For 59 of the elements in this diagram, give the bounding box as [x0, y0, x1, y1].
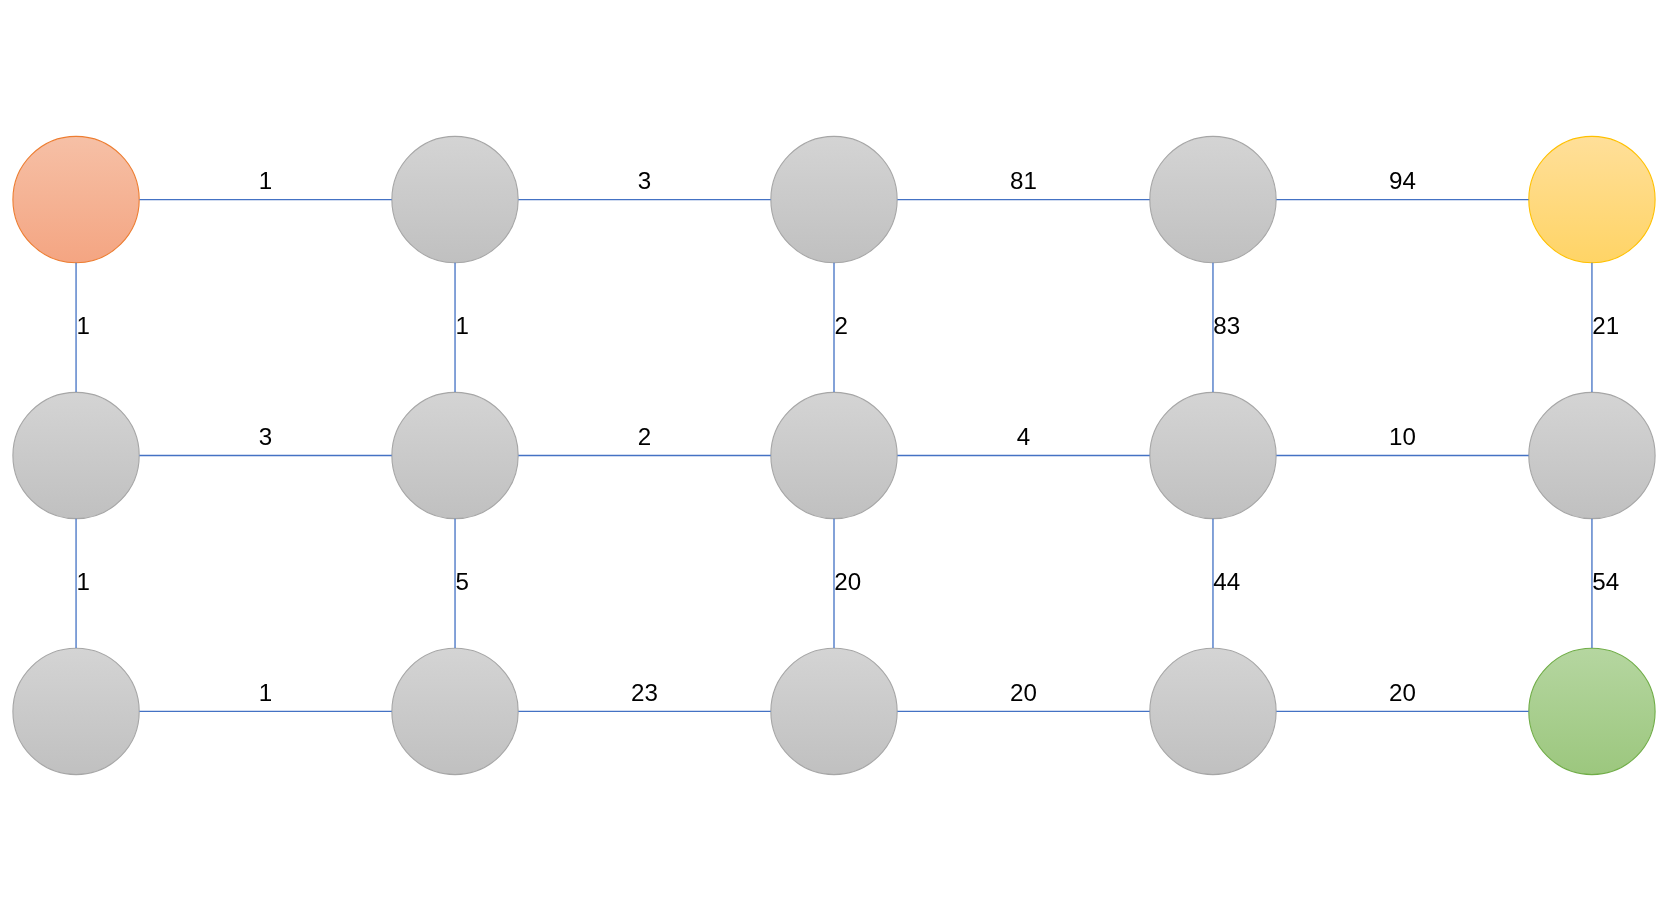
edge-label: 1	[258, 166, 273, 194]
edge-label: 20	[834, 567, 862, 595]
edge-label: 2	[637, 422, 652, 450]
connector	[517, 710, 772, 712]
edge-label: 44	[1213, 567, 1241, 595]
edge-label: 3	[637, 166, 652, 194]
node-circle	[391, 391, 519, 519]
connector	[833, 261, 835, 393]
edge-label: 94	[1389, 166, 1416, 194]
edge-label: 20	[1010, 678, 1037, 706]
connector	[833, 517, 835, 649]
connector	[896, 198, 1151, 200]
edge-label: 20	[1389, 678, 1416, 706]
node-circle	[1528, 647, 1656, 775]
connector	[517, 198, 772, 200]
edge-label: 2	[834, 311, 848, 339]
edge-label: 23	[631, 678, 658, 706]
connector	[454, 517, 456, 649]
connector	[138, 710, 393, 712]
node-circle	[1528, 135, 1656, 263]
connector	[1275, 198, 1530, 200]
connector	[517, 454, 772, 456]
edge-label: 1	[76, 567, 90, 595]
connector	[138, 454, 393, 456]
connector	[75, 261, 77, 393]
connector	[1275, 454, 1530, 456]
node-circle	[1149, 647, 1277, 775]
edge-label: 83	[1213, 311, 1241, 339]
node-circle	[770, 391, 898, 519]
connector	[454, 261, 456, 393]
connector	[75, 517, 77, 649]
node-circle	[770, 135, 898, 263]
node-circle	[391, 135, 519, 263]
edge-label: 1	[455, 311, 469, 339]
node-circle	[770, 647, 898, 775]
edge-label: 81	[1010, 166, 1037, 194]
connector	[896, 710, 1151, 712]
edge-label: 1	[76, 311, 90, 339]
edge-label: 3	[258, 422, 273, 450]
connector	[896, 454, 1151, 456]
node-circle	[12, 391, 140, 519]
node-circle	[12, 135, 140, 263]
connector	[1212, 261, 1214, 393]
connector	[1591, 517, 1593, 649]
edge-label: 4	[1016, 422, 1031, 450]
node-circle	[1528, 391, 1656, 519]
connector	[138, 198, 393, 200]
edge-label: 54	[1592, 567, 1620, 595]
node-circle	[1149, 391, 1277, 519]
connector	[1212, 517, 1214, 649]
node-circle	[1149, 135, 1277, 263]
node-circle	[12, 647, 140, 775]
edge-label: 21	[1592, 311, 1620, 339]
edge-label: 10	[1389, 422, 1416, 450]
edge-label: 5	[455, 567, 469, 595]
node-circle	[391, 647, 519, 775]
edge-label: 1	[258, 678, 273, 706]
connector	[1591, 261, 1593, 393]
connector	[1275, 710, 1530, 712]
